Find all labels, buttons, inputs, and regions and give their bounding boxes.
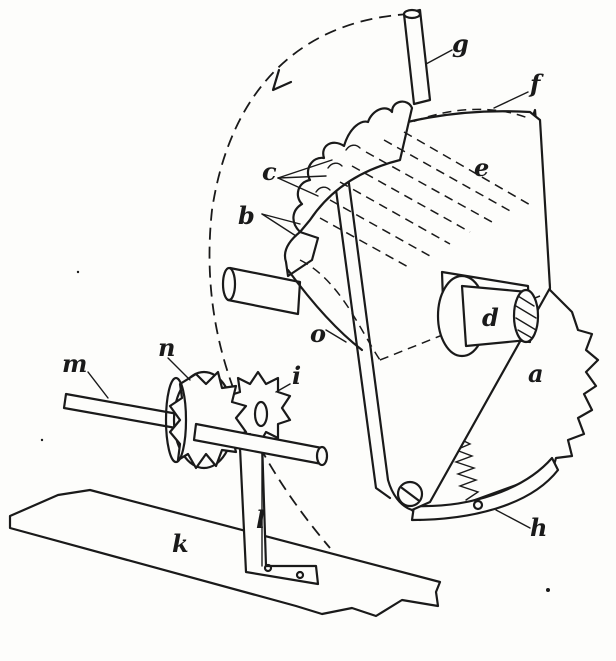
tooth-detail-2 (327, 162, 343, 169)
arm-g (402, 8, 432, 106)
spring-anchor-bottom (472, 499, 484, 511)
label-a: a (528, 359, 544, 388)
label-l: l (256, 505, 265, 534)
pinion-shaft-end (315, 445, 329, 467)
arc-arrow (271, 68, 293, 92)
shaft-d-end (512, 288, 540, 344)
lever-rod-o (286, 268, 364, 352)
speck (546, 588, 550, 592)
tooth-row-b (283, 230, 320, 278)
label-d: d (482, 303, 499, 332)
base-plate-edge (9, 527, 297, 607)
label-c: c (262, 157, 277, 186)
bracket-screw-2 (295, 570, 305, 580)
label-h: h (530, 513, 547, 542)
tooth-detail-3 (345, 144, 361, 151)
label-i: i (292, 361, 301, 390)
label-f: f (528, 69, 544, 98)
label-k: k (172, 529, 189, 558)
label-n: n (158, 333, 175, 362)
label-g: g (452, 29, 469, 58)
swing-arc (208, 13, 411, 549)
pivot-screw-slot (400, 486, 420, 502)
label-e: e (474, 153, 489, 182)
label-b: b (238, 201, 255, 230)
bracket-screw-1 (263, 563, 273, 573)
tooth-detail-1 (315, 186, 331, 193)
pinion-hub (253, 400, 269, 428)
shaft-d-hatch (515, 295, 537, 339)
internal-dashes (299, 131, 541, 361)
label-o: o (310, 319, 326, 348)
cover-f-arc (359, 108, 529, 149)
arm-g-top (402, 8, 422, 20)
leader-lines (87, 49, 531, 529)
shaft-m (62, 392, 180, 430)
gear-n-rim (164, 376, 188, 464)
speck (40, 438, 44, 442)
label-m: m (62, 349, 87, 378)
speck (76, 270, 80, 274)
base-plate-k (8, 488, 442, 618)
ratchet-rim-h (410, 456, 560, 522)
stub-shaft-end (221, 266, 237, 302)
